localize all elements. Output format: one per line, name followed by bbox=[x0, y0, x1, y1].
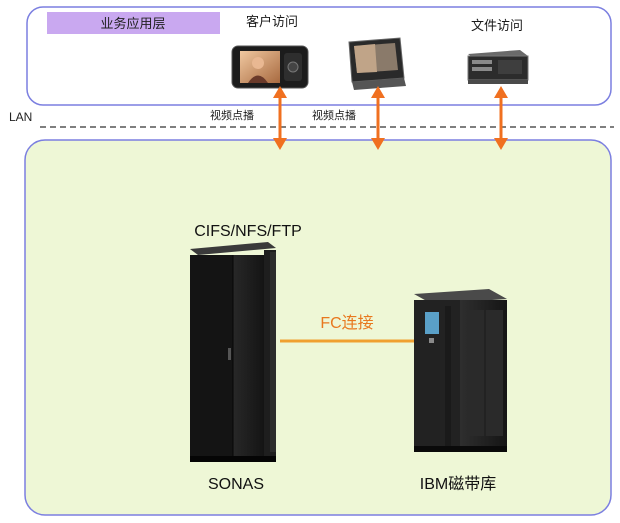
handheld-icon bbox=[348, 37, 406, 90]
arrow-client-1 bbox=[273, 86, 287, 150]
arrow-client-2 bbox=[371, 86, 385, 150]
file-access-label: 文件访问 bbox=[471, 19, 523, 34]
server-icon bbox=[467, 50, 529, 84]
protocols-label: CIFS/NFS/FTP bbox=[194, 223, 302, 240]
video-label-2: 视频点播 bbox=[312, 108, 356, 122]
sonas-rack-icon bbox=[190, 242, 276, 462]
tape-library-icon bbox=[414, 289, 507, 452]
app-layer-label: 业务应用层 bbox=[100, 16, 165, 32]
client-access-label: 客户访问 bbox=[246, 14, 298, 30]
video-label-1: 视频点播 bbox=[210, 108, 254, 122]
storage-layer-box bbox=[24, 139, 612, 516]
fc-label: FC连接 bbox=[320, 314, 373, 332]
phone-icon bbox=[231, 45, 309, 89]
sonas-label: SONAS bbox=[208, 476, 264, 493]
arrow-file bbox=[494, 86, 508, 150]
app-layer-badge bbox=[47, 12, 220, 34]
tape-library-label: IBM磁带库 bbox=[420, 475, 496, 493]
lan-label: LAN bbox=[9, 110, 32, 124]
